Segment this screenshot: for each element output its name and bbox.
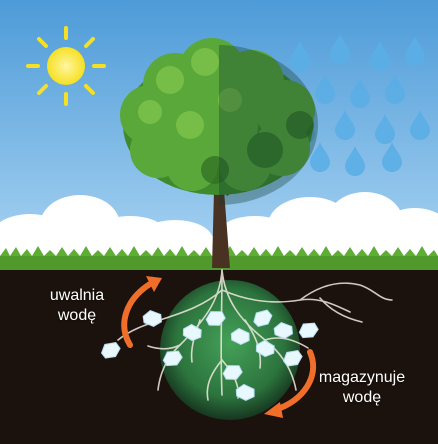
raindrop-icon bbox=[330, 34, 350, 64]
release-label-line-1: uwalnia bbox=[49, 287, 105, 304]
raindrop-icon bbox=[410, 110, 430, 140]
water-crystal-icon bbox=[142, 310, 163, 327]
store-water-label: magazynuje wodę bbox=[302, 368, 422, 408]
release-water-label: uwalnia wodę bbox=[22, 286, 132, 326]
raindrop-icon bbox=[350, 78, 370, 108]
water-crystal-icon bbox=[100, 342, 121, 359]
raindrop-icon bbox=[345, 146, 365, 176]
circular-arrow-icon bbox=[121, 281, 317, 413]
raindrop-icon bbox=[370, 41, 390, 71]
water-crystal-icon bbox=[273, 322, 294, 339]
water-crystal-icon bbox=[162, 350, 183, 367]
water-crystal-icon bbox=[222, 365, 243, 380]
store-label-line-1: magazynuje bbox=[318, 369, 406, 386]
sun-icon bbox=[26, 26, 106, 106]
roots bbox=[117, 269, 393, 401]
raindrop-icon bbox=[290, 41, 310, 71]
arrowheads bbox=[146, 276, 283, 418]
water-crystal-icon bbox=[255, 339, 275, 358]
raindrop-icon bbox=[375, 114, 395, 144]
tree-icon bbox=[120, 38, 318, 268]
raindrop-icon bbox=[405, 36, 425, 66]
raindrop-icon bbox=[385, 74, 405, 104]
water-crystal-icon bbox=[253, 309, 273, 327]
water-crystal-icon bbox=[182, 323, 202, 342]
water-crystal-icon bbox=[205, 311, 226, 326]
raindrop-icon bbox=[315, 74, 335, 104]
water-crystal-icon bbox=[298, 322, 319, 339]
raindrop-icon bbox=[310, 142, 330, 172]
raindrop-icon bbox=[382, 142, 402, 172]
raindrop-icon bbox=[335, 110, 355, 140]
water-crystal-icon bbox=[282, 350, 303, 367]
water-crystals bbox=[100, 309, 319, 402]
water-crystal-icon bbox=[235, 383, 255, 402]
water-crystal-icon bbox=[230, 327, 250, 346]
store-label-line-2: wodę bbox=[342, 389, 382, 406]
release-label-line-2: wodę bbox=[57, 307, 97, 324]
